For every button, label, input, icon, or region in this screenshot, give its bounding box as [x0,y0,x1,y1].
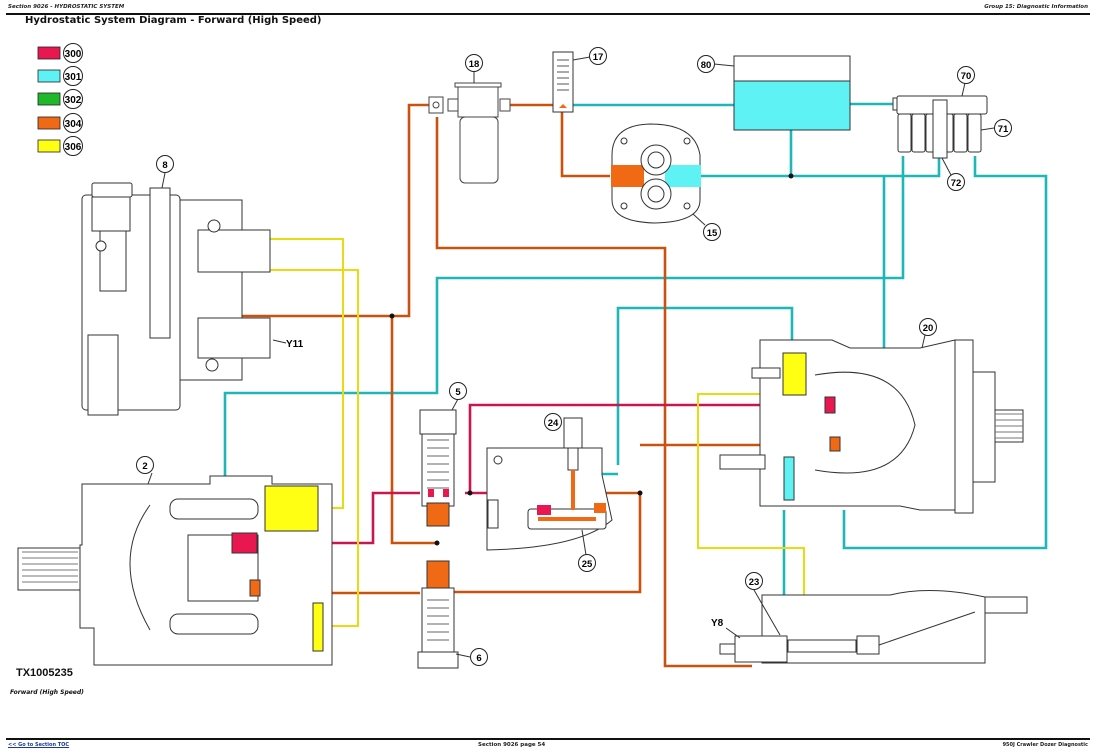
callout-17: 17 [572,47,607,65]
legend-code-301: 301 [65,72,82,83]
line-orange-filter-down [435,117,752,668]
callout-5: 5 [449,382,467,411]
label-y8: Y8 [711,618,724,629]
callout-70: 70 [957,66,975,97]
callout-24: 24 [544,413,562,431]
svg-text:8: 8 [162,160,167,171]
header-section: Section 9026 - HYDROSTATIC SYSTEM [8,4,125,10]
pump-control-8 [81,182,271,416]
header-divider [6,13,1090,15]
line-orange-17-to-pump [560,112,610,178]
legend-code-302: 302 [65,95,82,106]
valve-17 [552,51,574,113]
figure-caption: Forward (High Speed) [10,689,84,696]
footer-page: Section 9026 page 54 [478,742,546,748]
svg-text:23: 23 [749,577,760,588]
label-y11: Y11 [286,339,304,350]
relief-valve-5 [419,409,457,527]
line-pump15-inlet [700,156,941,178]
motor-displacement-23 [719,590,1028,664]
junction-dot [389,313,395,319]
svg-text:24: 24 [548,418,559,429]
svg-text:80: 80 [701,60,712,71]
svg-text:6: 6 [476,653,481,664]
legend-code-300: 300 [65,49,82,60]
svg-text:72: 72 [951,178,962,189]
legend-item-306: 306 [37,136,83,156]
legend-code-306: 306 [65,142,82,153]
header-group: Group 15: Diagnostic Information [984,4,1088,10]
callout-80: 80 [697,55,735,73]
speed-valve-25 [486,417,613,551]
leader-y8 [725,627,741,639]
legend-swatch-304 [37,116,61,130]
svg-text:25: 25 [582,559,593,570]
junction-dot [788,173,794,179]
page-title: Hydrostatic System Diagram - Forward (Hi… [25,15,322,26]
callout-15: 15 [692,213,721,241]
charge-pump-15 [611,123,701,224]
legend-swatch-300 [37,46,61,60]
callout-2: 2 [136,456,154,485]
junction-dot [637,490,643,496]
svg-text:17: 17 [593,52,604,63]
relief-valve-6 [417,560,459,669]
line-orange-filter-left [175,103,429,318]
callout-72: 72 [941,157,965,191]
svg-text:71: 71 [998,124,1009,135]
line-orange-charge-down [390,316,437,545]
svg-text:18: 18 [469,59,480,70]
callout-6: 6 [455,648,488,666]
reservoir-80 [733,55,851,131]
svg-text:70: 70 [961,71,972,82]
svg-text:15: 15 [707,228,718,239]
line-red-5-to-motor [468,403,830,493]
callout-71: 71 [980,119,1012,137]
junction-dot [467,490,473,496]
svg-text:20: 20 [923,323,934,334]
callout-20: 20 [919,318,937,349]
line-cyan-loop-upper [223,156,905,482]
callout-23: 23 [745,572,781,636]
leader-y11 [272,339,287,344]
callout-8: 8 [156,155,174,189]
hydrostatic-pump-2 [17,475,333,666]
svg-text:2: 2 [142,461,147,472]
figure-id: TX1005235 [16,667,73,679]
line-yellow-motor [697,393,805,620]
legend-swatch-306 [37,139,61,153]
legend-item-300: 300 [37,43,83,63]
line-orange-6-to-25 [437,491,642,594]
callout-25: 25 [578,529,596,572]
legend-item-301: 301 [37,66,83,86]
hydrostatic-motor-20 [719,339,1024,514]
callout-18: 18 [465,54,483,83]
callouts: 2 5 6 8 15 17 18 20 23 24 25 70 71 72 80 [136,47,1012,666]
legend-item-302: 302 [37,89,83,109]
legend-swatch-302 [37,92,61,106]
legend: 300 301 302 304 306 [37,43,83,156]
section-toc-link[interactable]: << Go to Section TOC [8,742,70,748]
svg-text:5: 5 [455,387,461,398]
junction-dot [434,540,440,546]
filter-18 [428,82,511,184]
legend-item-304: 304 [37,113,83,133]
filter-manifold-70 [892,95,988,159]
legend-swatch-301 [37,69,61,83]
legend-code-304: 304 [65,119,82,130]
line-71-to-motor [842,156,1048,550]
footer-doc-title: 950J Crawler Dozer Diagnostic [1002,742,1088,748]
footer-divider [6,738,1090,740]
